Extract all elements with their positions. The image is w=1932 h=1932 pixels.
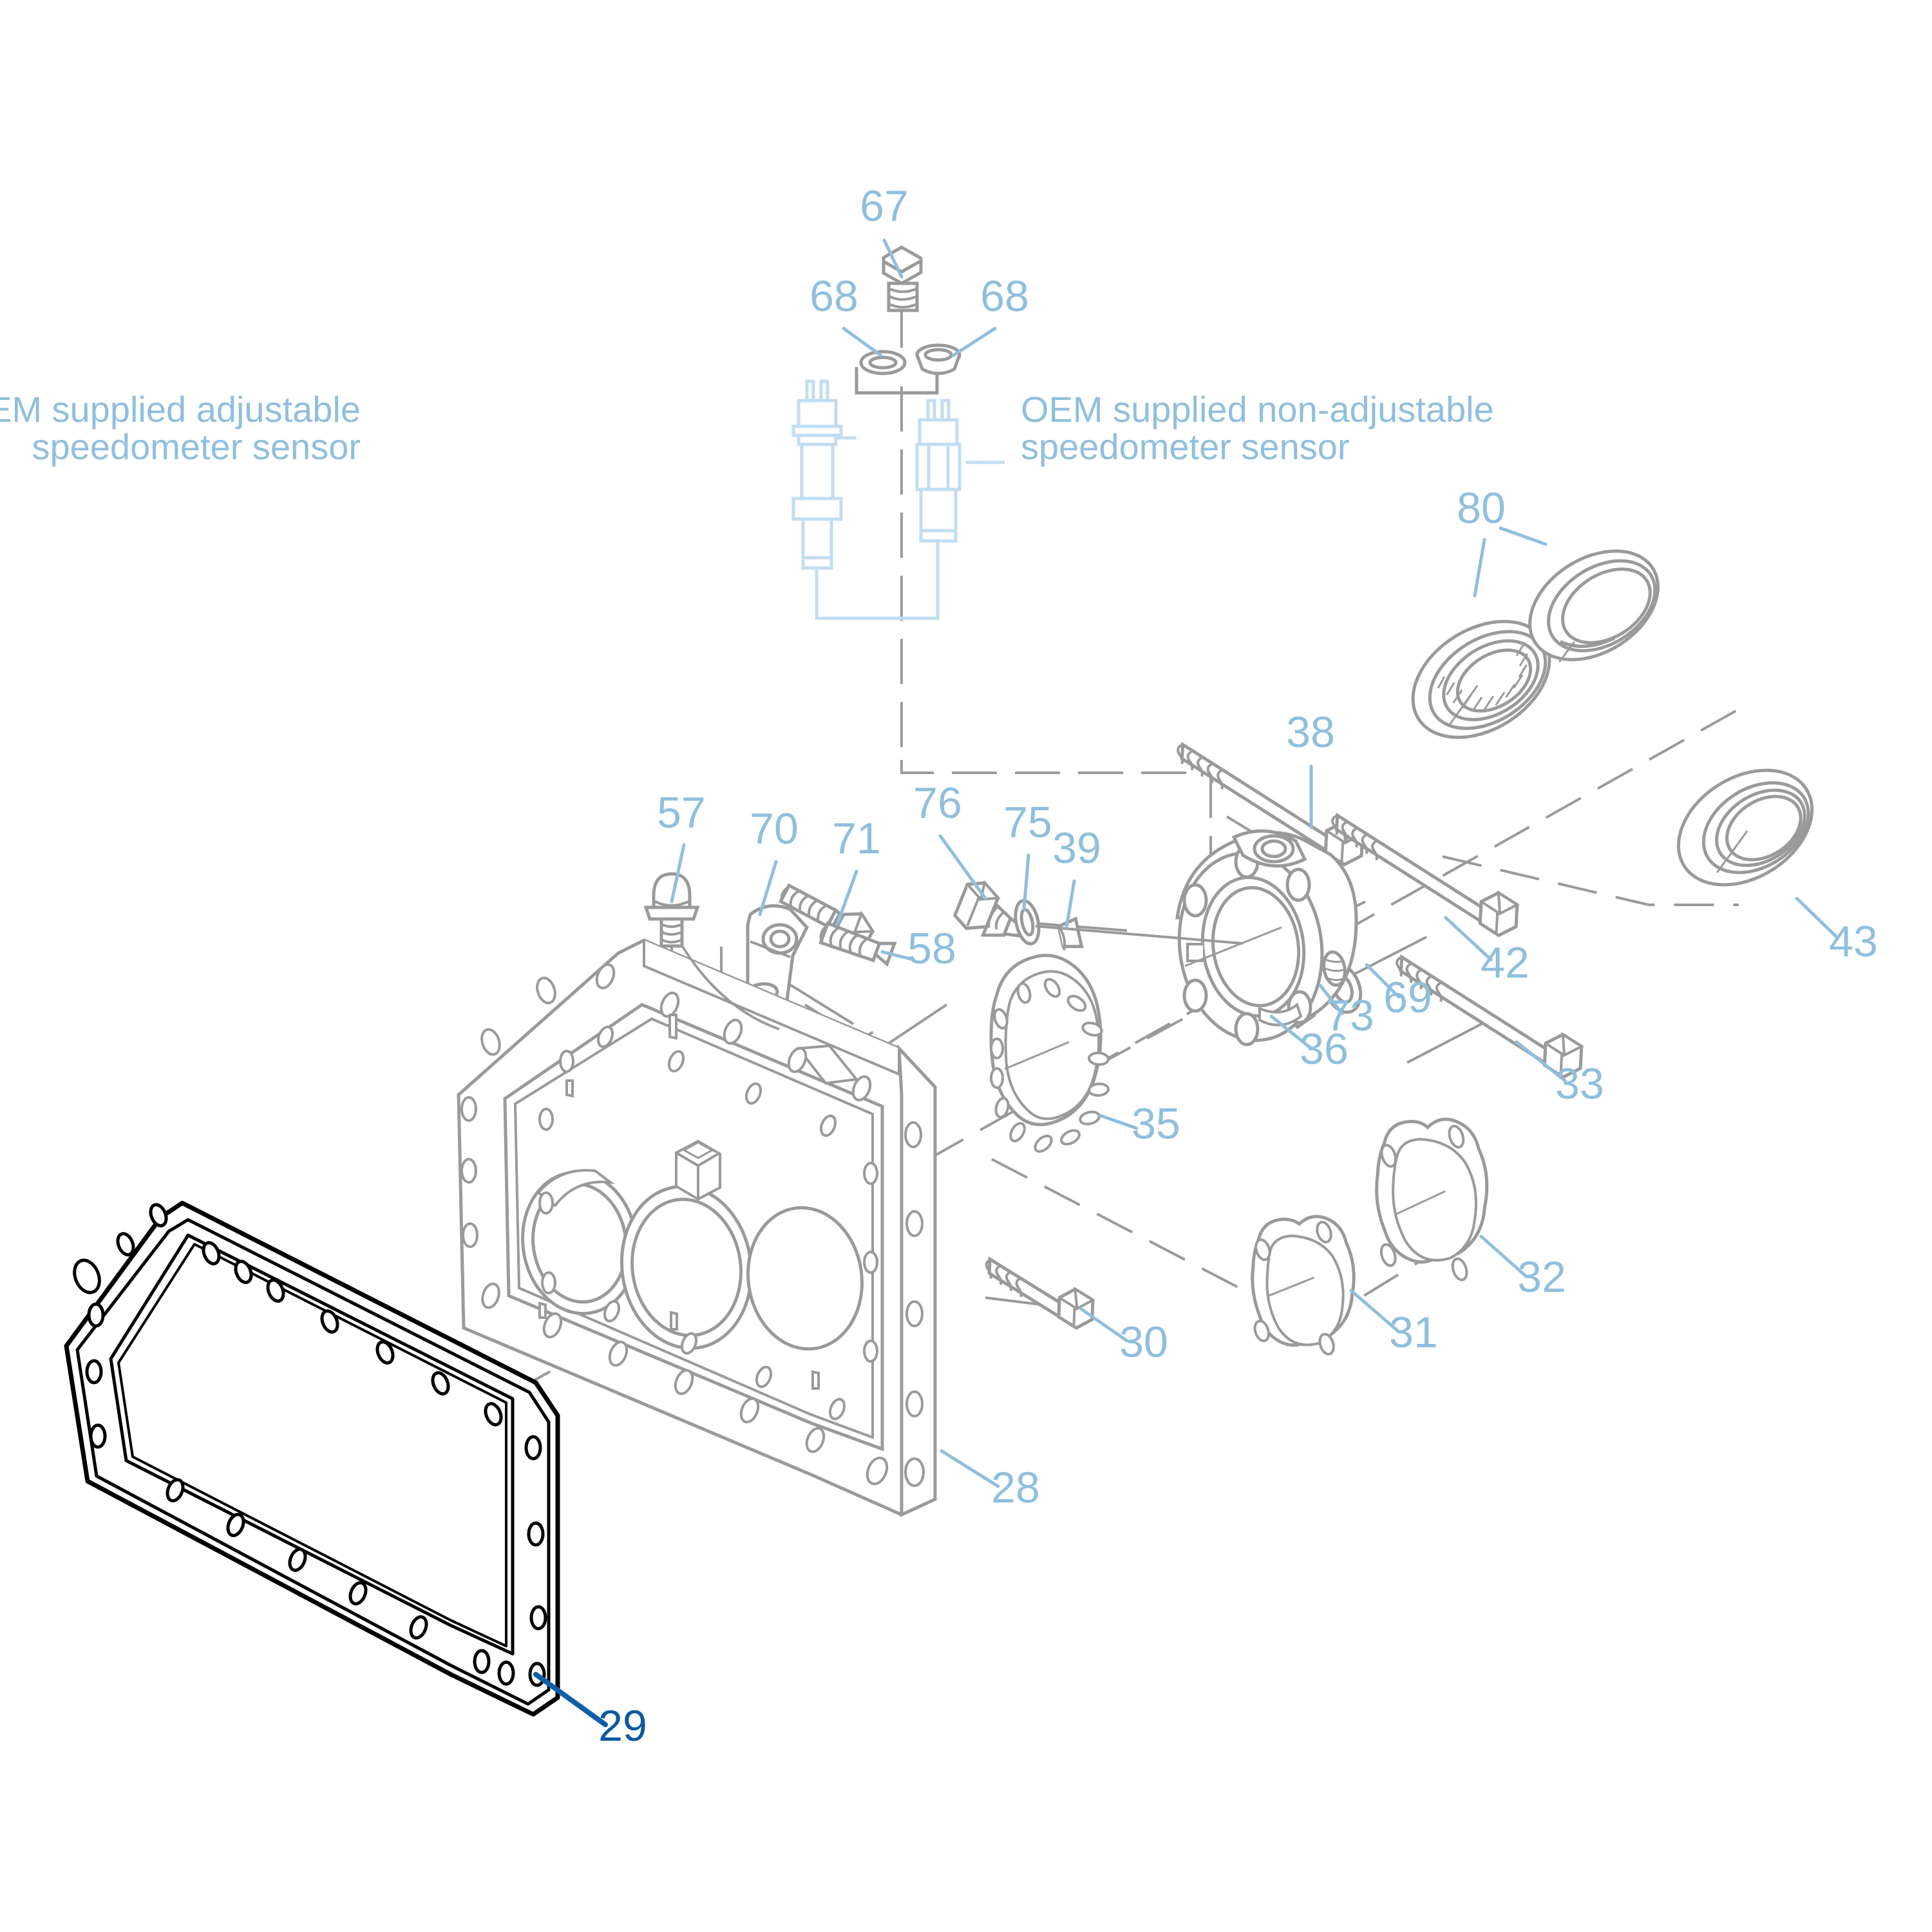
speedometer-sensor-adjustable (791, 379, 843, 570)
callout-leader-73 (1318, 983, 1344, 1016)
part-68-o-ring (859, 350, 907, 375)
callout-leader-57 (670, 843, 686, 904)
callout-leader-68b (951, 327, 997, 357)
part-callout-28[interactable]: 28 (991, 1463, 1040, 1512)
callout-leader-67 (882, 238, 904, 279)
part-28-transmission-case-housing (457, 938, 937, 1517)
callout-leader-35 (1098, 1113, 1139, 1130)
part-57-drain-plug (643, 872, 700, 948)
callout-leader-76 (938, 834, 987, 900)
callout-leader-58 (880, 950, 915, 961)
callout-leader-29 (533, 1672, 608, 1727)
callout-leader-32 (1479, 1235, 1528, 1278)
part-80-bearing-cup (1528, 549, 1660, 663)
callout-leader-42 (1444, 916, 1493, 961)
callout-leader-80b (1499, 526, 1548, 546)
part-callout-58[interactable]: 58 (907, 924, 956, 973)
part-30-hex-flange-bolt (984, 1259, 1094, 1329)
part-callout-57[interactable]: 57 (657, 788, 706, 837)
part-29-case-cover-gasket (64, 1200, 560, 1717)
callout-leader-30 (1079, 1307, 1129, 1343)
retainer-axis-rod (1035, 925, 1244, 945)
callout-leader-70 (758, 860, 778, 916)
part-callout-73[interactable]: 73 (1325, 991, 1374, 1040)
part-76-fitting-plug (952, 880, 1025, 938)
note-adjustable-line2: speedometer sensor (32, 426, 361, 467)
part-callout-80[interactable]: 80 (1457, 484, 1506, 533)
part-callout-36[interactable]: 36 (1300, 1025, 1349, 1074)
part-callout-71[interactable]: 71 (832, 814, 881, 863)
part-75-sealing-washer (1014, 899, 1041, 945)
part-39-dowel-pin (1057, 916, 1084, 951)
part-callout-43[interactable]: 43 (1829, 917, 1878, 966)
speedometer-sensor-non-adjustable (915, 399, 961, 543)
note-adjustable-line1: OEM supplied adjustable (0, 389, 361, 430)
part-callout-69[interactable]: 69 (1383, 973, 1432, 1022)
callout-leader-39 (1065, 879, 1076, 929)
part-80-bearing-cone (1411, 620, 1551, 739)
part-32-bearing-cap (1375, 1117, 1489, 1282)
part-36-bearing-retainer-housing (1175, 829, 1358, 1046)
callout-leader-69 (1365, 963, 1401, 999)
callout-leader-36 (1269, 1014, 1313, 1050)
part-callout-42[interactable]: 42 (1481, 938, 1530, 987)
part-callout-35[interactable]: 35 (1132, 1099, 1180, 1148)
callout-leader-80 (1473, 538, 1486, 598)
part-callout-31[interactable]: 31 (1389, 1308, 1438, 1357)
note-non-adjustable-line2: speedometer sensor (1021, 426, 1350, 467)
part-callout-75[interactable]: 75 (1003, 798, 1052, 847)
part-callout-32[interactable]: 32 (1517, 1253, 1566, 1302)
callout-leader-31 (1349, 1289, 1401, 1334)
part-callout-76[interactable]: 76 (913, 779, 962, 828)
part-callout-33[interactable]: 33 (1555, 1059, 1604, 1108)
callout-leader-75 (1022, 853, 1030, 911)
note-leader-lines (834, 436, 1005, 464)
note-non-adjustable-line1: OEM supplied non-adjustable (1021, 389, 1494, 430)
washer-group-bracket (855, 367, 939, 395)
callout-leader-28 (940, 1449, 1000, 1488)
callout-leader-33 (1515, 1040, 1567, 1083)
part-callout-68a[interactable]: 68 (810, 272, 858, 321)
callout-leader-43 (1795, 896, 1839, 939)
part-callout-30[interactable]: 30 (1119, 1318, 1168, 1367)
part-callout-38[interactable]: 38 (1286, 708, 1335, 757)
callout-leader-71 (835, 869, 858, 926)
part-callout-67[interactable]: 67 (860, 182, 909, 231)
part-callout-70[interactable]: 70 (750, 804, 799, 853)
part-callout-68b[interactable]: 68 (980, 272, 1029, 321)
part-callout-39[interactable]: 39 (1052, 824, 1101, 873)
part-68-adapter-bushing (915, 343, 961, 375)
sensor-group-bracket (815, 541, 940, 620)
callout-leader-68a (842, 327, 883, 357)
part-43-oil-seal (1676, 768, 1814, 887)
part-callout-29[interactable]: 29 (598, 1701, 647, 1750)
part-35-retainer-gasket (989, 954, 1110, 1153)
part-31-bearing-cap-gasket (1251, 1215, 1356, 1356)
part-67-hex-bolt (882, 245, 923, 312)
